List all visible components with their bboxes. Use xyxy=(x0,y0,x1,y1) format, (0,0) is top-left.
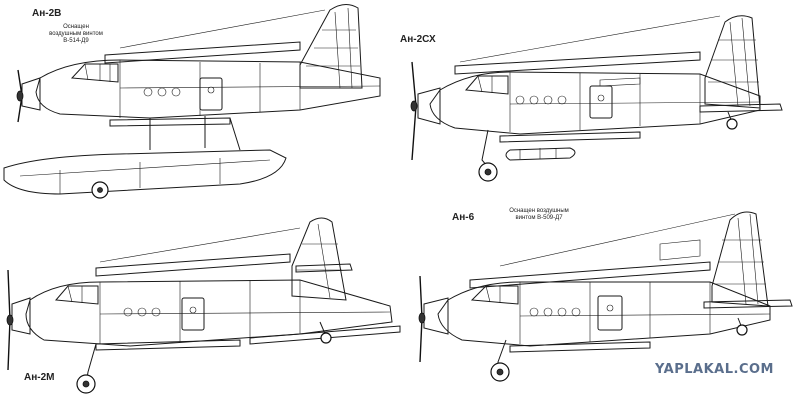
note-an2v-line2: воздушным винтом xyxy=(49,31,103,37)
aircraft-an2sh xyxy=(410,15,783,182)
note-an6-line1: Оснащен воздушным xyxy=(509,208,569,214)
aircraft-an6 xyxy=(418,211,793,382)
label-an2v: Ан-2В xyxy=(32,8,62,19)
aircraft-an2m xyxy=(6,217,401,394)
label-an2sh: Ан-2СХ xyxy=(400,34,436,45)
note-an6-line2: винтом В-509-Д7 xyxy=(515,215,563,221)
label-an6: Ан-6 xyxy=(452,212,475,223)
watermark: YAPLAKAL.COM xyxy=(655,362,774,377)
note-an6: Оснащен воздушным винтом В-509-Д7 xyxy=(494,208,584,222)
note-an2v-line1: Оснащен xyxy=(63,24,89,30)
note-an2v: Оснащен воздушным винтом В-514-Д9 xyxy=(40,24,112,45)
label-an2m: Ан-2М xyxy=(24,372,55,383)
aircraft-an2v xyxy=(3,4,381,199)
note-an2v-line3: В-514-Д9 xyxy=(63,38,89,44)
